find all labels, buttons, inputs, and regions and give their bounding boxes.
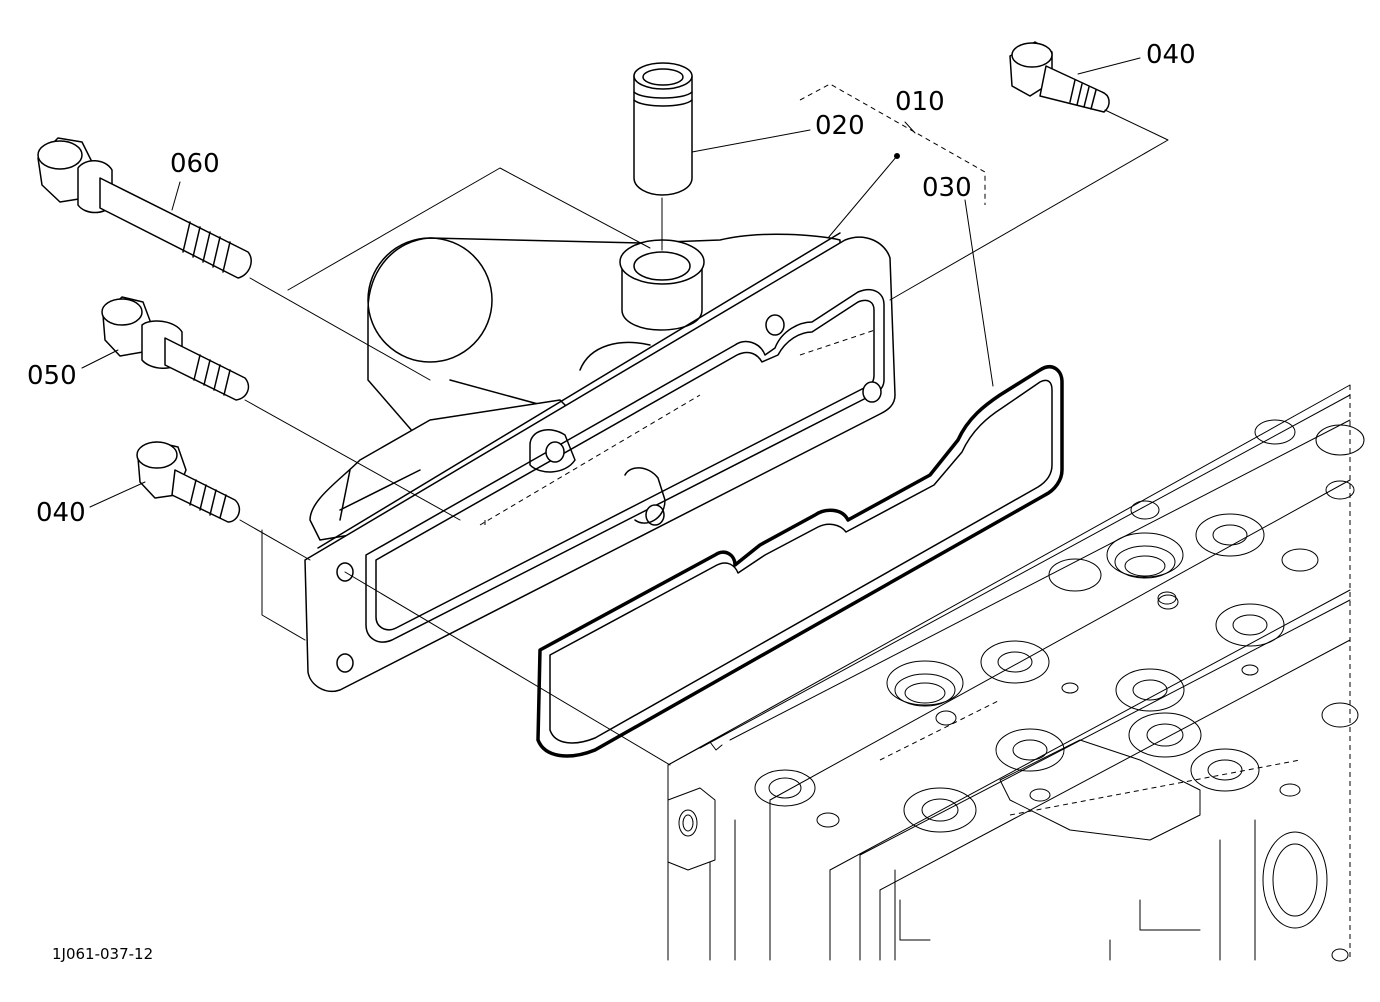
label-040-top: 040 (1146, 40, 1196, 70)
label-060: 060 (170, 149, 220, 179)
leader-dot (894, 153, 900, 159)
label-010: 010 (895, 87, 945, 117)
thermostat-housing (304, 232, 896, 692)
label-040-left: 040 (36, 498, 86, 528)
bolt-040-top (1009, 41, 1110, 113)
drawing-code: 1J061-037-12 (52, 945, 153, 963)
bolt-050 (101, 296, 250, 401)
cylinder-head (667, 384, 1365, 962)
assembly-lines (239, 83, 1169, 766)
label-020: 020 (815, 111, 865, 141)
gasket-030 (536, 365, 1064, 758)
label-030: 030 (922, 173, 972, 203)
bolt-060 (37, 137, 252, 279)
thermostat-020 (633, 62, 693, 196)
label-050: 050 (27, 361, 77, 391)
bolt-040-left (136, 441, 241, 523)
leader-lines (81, 57, 1141, 508)
